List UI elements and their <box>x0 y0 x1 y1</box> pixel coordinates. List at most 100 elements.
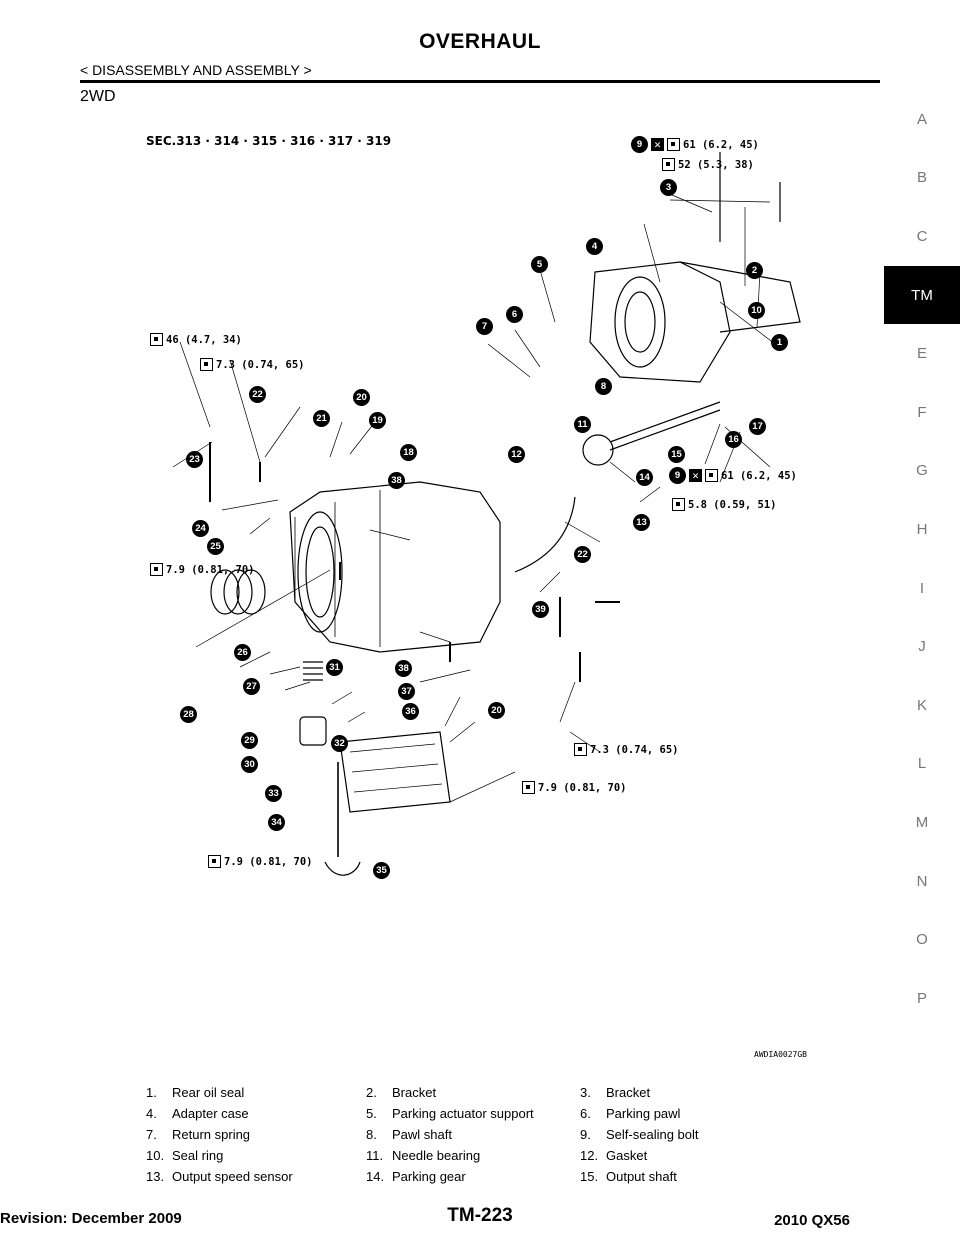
part-number-38: 38 <box>395 660 412 677</box>
torque-value: 61 (6.2, 45) <box>683 138 759 151</box>
footer-model: 2010 QX56 <box>774 1212 850 1229</box>
torque-value: 7.9 (0.81, 70) <box>224 855 313 868</box>
torque-value: 61 (6.2, 45) <box>721 469 797 482</box>
section-tab-l[interactable]: L <box>917 755 927 773</box>
part-number-9: 9 <box>669 467 686 484</box>
part-number-35: 35 <box>373 862 390 879</box>
callout-9-torque-lower: 9 ✕ 61 (6.2, 45) <box>669 467 797 484</box>
section-tab-p[interactable]: P <box>916 989 927 1007</box>
parts-entry: 7. Return spring <box>146 1127 366 1142</box>
part-number-1: 1 <box>771 334 788 351</box>
callout-torque-79-left: 7.9 (0.81, 70) <box>150 563 255 576</box>
torque-wrench-icon <box>200 358 213 371</box>
part-number-17: 17 <box>749 418 766 435</box>
callout-torque-58: 5.8 (0.59, 51) <box>672 498 777 511</box>
part-number-33: 33 <box>265 785 282 802</box>
section-tab-b[interactable]: B <box>916 169 927 187</box>
callout-torque-73-lower: 7.3 (0.74, 65) <box>574 743 679 756</box>
torque-wrench-icon <box>662 158 675 171</box>
section-tab-c[interactable]: C <box>916 227 928 245</box>
section-tab-e[interactable]: E <box>916 345 927 363</box>
part-index: 3. <box>580 1085 591 1100</box>
figure-id: AWDIA0027GB <box>754 1050 807 1059</box>
output-shaft-shape <box>609 401 721 451</box>
part-name: Return spring <box>172 1127 251 1142</box>
part-index: 11. <box>366 1148 384 1163</box>
part-number-15: 15 <box>668 446 685 463</box>
callout-torque-79-bottom: 7.9 (0.81, 70) <box>208 855 313 868</box>
section-tab-f[interactable]: F <box>917 403 927 421</box>
part-number-31: 31 <box>326 659 343 676</box>
torque-wrench-icon <box>150 563 163 576</box>
part-number-7: 7 <box>476 318 493 335</box>
part-number-13: 13 <box>633 514 650 531</box>
parts-entry: 3. Bracket <box>580 1085 800 1100</box>
section-heading: 2WD <box>80 88 116 105</box>
section-tab-k[interactable]: K <box>916 696 927 714</box>
part-number-25: 25 <box>207 538 224 555</box>
section-tab-h[interactable]: H <box>916 520 928 538</box>
part-name: Output speed sensor <box>172 1169 293 1184</box>
part-number-8: 8 <box>595 378 612 395</box>
torque-value: 5.8 (0.59, 51) <box>688 498 777 511</box>
torque-value: 7.3 (0.74, 65) <box>216 358 305 371</box>
parts-entry: 6.Parking pawl <box>580 1106 800 1121</box>
torque-value: 52 (5.3, 38) <box>678 158 754 171</box>
part-number-4: 4 <box>586 238 603 255</box>
parts-entry: 9. Self-sealing bolt <box>580 1127 800 1142</box>
part-index: 13. <box>146 1169 165 1184</box>
footer-revision: Revision: December 2009 <box>0 1210 182 1227</box>
section-tab-o[interactable]: O <box>916 931 928 949</box>
part-number-28: 28 <box>180 706 197 723</box>
section-code-label: SEC.313 · 314 · 315 · 316 · 317 · 319 <box>146 134 392 148</box>
parts-entry: 10.Seal ring <box>146 1148 366 1163</box>
part-index: 4. <box>146 1106 157 1121</box>
parts-entry: 15.Output shaft <box>580 1169 800 1184</box>
part-number-24: 24 <box>192 520 209 537</box>
torque-value: 7.9 (0.81, 70) <box>538 781 627 794</box>
part-number-32: 32 <box>331 735 348 752</box>
part-index: 5. <box>366 1106 377 1121</box>
section-tab-m[interactable]: M <box>915 813 929 831</box>
part-index: 14. <box>366 1169 385 1184</box>
part-number-5: 5 <box>531 256 548 273</box>
part-number-14: 14 <box>636 469 653 486</box>
torque-value: 46 (4.7, 34) <box>166 333 242 346</box>
torque-value: 7.9 (0.81, 70) <box>166 563 255 576</box>
torque-wrench-icon <box>150 333 163 346</box>
parking-gear-shape <box>582 434 614 466</box>
part-name: Output shaft <box>606 1169 677 1184</box>
torque-wrench-icon <box>574 743 587 756</box>
part-number-26: 26 <box>234 644 251 661</box>
part-index: 7. <box>146 1127 157 1142</box>
part-name: Bracket <box>606 1085 651 1100</box>
part-index: 1. <box>146 1085 157 1100</box>
parts-entry: 11.Needle bearing <box>366 1148 580 1163</box>
part-number-10: 10 <box>748 302 765 319</box>
part-name: Self-sealing bolt <box>606 1127 699 1142</box>
part-name: Gasket <box>606 1148 648 1163</box>
part-number-11: 11 <box>574 416 591 433</box>
section-tab-j[interactable]: J <box>918 638 926 656</box>
part-name: Parking actuator support <box>392 1106 534 1121</box>
part-name: Pawl shaft <box>392 1127 452 1142</box>
part-number-19: 19 <box>369 412 386 429</box>
section-tab-g[interactable]: G <box>916 462 928 480</box>
part-name: Bracket <box>392 1085 437 1100</box>
section-tab-a[interactable]: A <box>916 110 927 128</box>
part-number-3: 3 <box>660 179 677 196</box>
part-name: Parking pawl <box>606 1106 681 1121</box>
part-name: Rear oil seal <box>172 1085 245 1100</box>
section-tab-n[interactable]: N <box>916 872 928 890</box>
part-number-12: 12 <box>508 446 525 463</box>
section-index-tabs: A B C TM E F G H I J K L M N O P <box>884 90 960 1028</box>
exploded-view-diagram <box>120 122 840 1067</box>
part-index: 9. <box>580 1127 591 1142</box>
section-tab-tm[interactable]: TM <box>884 265 960 325</box>
part-number-27: 27 <box>243 678 260 695</box>
adapter-case-shape <box>589 261 731 383</box>
part-index: 8. <box>366 1127 377 1142</box>
callout-torque-73-upper: 7.3 (0.74, 65) <box>200 358 305 371</box>
section-tab-i[interactable]: I <box>919 579 925 597</box>
part-name: Adapter case <box>172 1106 249 1121</box>
